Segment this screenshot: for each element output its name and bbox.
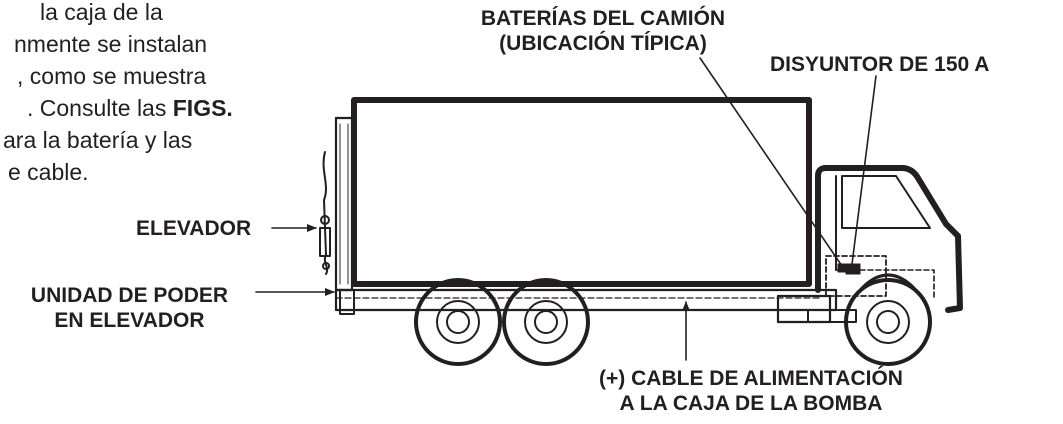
truck-batteries-label-line-1: BATERÍAS DEL CAMIÓN	[480, 7, 726, 30]
power-unit-label-line-2: EN ELEVADOR	[54, 309, 205, 332]
intro-line-3: , como se muestra	[17, 63, 207, 89]
circuit-breaker	[845, 263, 861, 275]
power-unit-label: UNIDAD DE PODER EN ELEVADOR	[2, 283, 257, 333]
intro-line-5: ara la batería y las	[3, 127, 193, 153]
truck-cab	[815, 165, 963, 313]
breaker-leader-line	[851, 75, 877, 265]
intro-figs-bold: FIGS.	[172, 95, 233, 121]
rear-wheel-1	[414, 278, 502, 366]
liftgate	[319, 116, 354, 292]
intro-line-1: la caja de la	[40, 0, 163, 25]
breaker-label: DISYUNTOR DE 150 A	[770, 53, 990, 76]
power-cable-label: (+) CABLE DE ALIMENTACIÓN A LA CAJA DE L…	[555, 366, 947, 416]
chassis-frame	[334, 288, 857, 324]
truck-batteries-label-line-2: (UBICACIÓN TÍPICA)	[499, 32, 707, 55]
intro-line-6: e cable.	[8, 159, 89, 185]
batteries-leader-line	[699, 57, 843, 267]
intro-line-2: nmente se instalan	[14, 31, 208, 57]
power-unit-label-line-1: UNIDAD DE PODER	[30, 284, 229, 307]
intro-paragraph: la caja de la nmente se instalan , como …	[0, 0, 300, 188]
leader-lines	[255, 57, 877, 361]
truck-batteries-label: BATERÍAS DEL CAMIÓN (UBICACIÓN TÍPICA)	[458, 6, 748, 56]
front-wheel	[844, 278, 932, 366]
power-cable-label-line-2: A LA CAJA DE LA BOMBA	[619, 392, 883, 415]
liftgate-label: ELEVADOR	[136, 217, 252, 240]
cargo-box	[351, 97, 812, 287]
power-cable-label-line-1: (+) CABLE DE ALIMENTACIÓN	[599, 367, 903, 390]
intro-line-4: . Consulte las FIGS.	[0, 92, 300, 124]
rear-wheel-2	[502, 278, 590, 366]
intro-line-4-text: . Consulte las	[27, 95, 167, 121]
